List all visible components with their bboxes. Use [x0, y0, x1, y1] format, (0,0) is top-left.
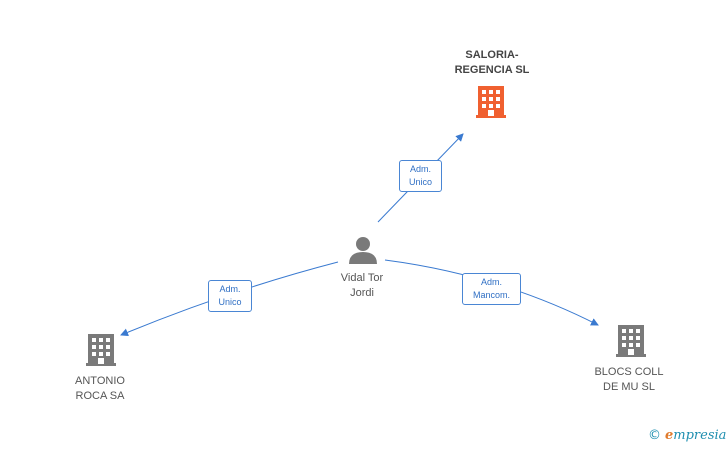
node-label-line: REGENCIA SL — [454, 64, 530, 76]
building-icon[interactable] — [616, 325, 646, 357]
copyright-symbol: © — [648, 428, 661, 443]
role-box-blocs[interactable]: Adm. Mancom. — [462, 273, 521, 305]
node-label-antonio[interactable]: ANTONIO ROCA SA — [58, 374, 142, 404]
person-icon[interactable] — [349, 237, 377, 264]
node-label-line: DE MU SL — [603, 381, 655, 393]
building-icon[interactable] — [476, 86, 506, 118]
role-line: Adm. — [409, 164, 431, 174]
node-label-line: SALORIA- — [465, 49, 519, 61]
node-label-blocs[interactable]: BLOCS COLL DE MU SL — [584, 365, 674, 395]
node-label-line: Jordi — [350, 287, 374, 299]
role-line: Adm. — [480, 277, 502, 287]
node-label-line: ANTONIO — [75, 375, 125, 387]
node-label-saloria[interactable]: SALORIA- REGENCIA SL — [440, 48, 544, 78]
building-icon[interactable] — [86, 334, 116, 366]
role-line: Mancom. — [472, 290, 510, 300]
role-line: Unico — [218, 297, 242, 307]
node-label-line: BLOCS COLL — [594, 366, 664, 378]
node-label-vidal[interactable]: Vidal Tor Jordi — [320, 271, 404, 301]
node-label-line: ROCA SA — [75, 390, 125, 402]
node-label-line: Vidal Tor — [340, 272, 384, 284]
role-line: Adm. — [219, 284, 241, 294]
role-line: Unico — [408, 177, 432, 187]
role-box-saloria[interactable]: Adm. Unico — [399, 160, 442, 192]
brand-logo: © empresia — [648, 428, 726, 443]
brand-name: mpresia — [673, 428, 727, 443]
role-box-antonio[interactable]: Adm. Unico — [208, 280, 252, 312]
brand-e-letter: e — [665, 428, 674, 443]
